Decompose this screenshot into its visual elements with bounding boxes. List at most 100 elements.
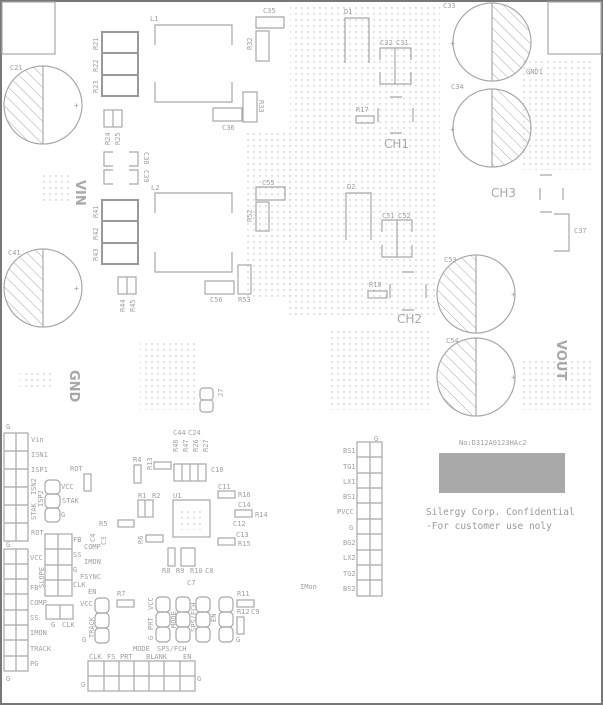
svg-text:R45: R45 <box>129 299 137 312</box>
svg-text:C54: C54 <box>446 337 459 345</box>
svg-text:FB: FB <box>73 536 81 544</box>
svg-text:MODE: MODE <box>170 611 178 628</box>
svg-text:SLOPE: SLOPE <box>38 567 46 588</box>
capacitor-c33: + C33 <box>443 2 532 82</box>
svg-text:C8: C8 <box>205 567 213 575</box>
svg-text:EN: EN <box>183 653 191 661</box>
resistor-array-r41-r43: R41 R42 R43 <box>92 199 139 265</box>
svg-text:R2: R2 <box>152 492 160 500</box>
svg-text:IMON: IMON <box>30 629 47 637</box>
label-block <box>439 453 565 493</box>
svg-text:G: G <box>61 511 65 519</box>
svg-text:G: G <box>147 636 155 640</box>
svg-text:SS: SS <box>30 614 38 622</box>
svg-text:C44: C44 <box>173 429 186 437</box>
corner-cutout <box>1 1 56 55</box>
svg-text:COMP: COMP <box>30 599 47 607</box>
svg-text:ISP2: ISP2 <box>37 490 45 507</box>
svg-text:STAK: STAK <box>30 502 38 520</box>
svg-text:BLANK: BLANK <box>146 653 168 661</box>
svg-text:R23: R23 <box>92 80 100 93</box>
svg-text:FS: FS <box>107 653 115 661</box>
jumper-vcc-stak[interactable]: VCC STAK G <box>44 479 80 523</box>
rot-potentiometer[interactable] <box>83 473 92 492</box>
svg-text:R47: R47 <box>182 439 190 452</box>
svg-text:C34: C34 <box>451 83 464 91</box>
jumper-j7[interactable]: J7 <box>199 387 225 413</box>
svg-text:R44: R44 <box>119 299 127 312</box>
svg-text:L2: L2 <box>151 184 159 192</box>
vout-label: VOUT <box>553 340 568 380</box>
svg-text:TRACK: TRACK <box>30 645 52 653</box>
svg-text:PRT: PRT <box>120 653 133 661</box>
svg-text:VCC: VCC <box>147 597 155 610</box>
svg-text:R5: R5 <box>99 520 107 528</box>
left-header-top[interactable]: G Vin ISN1 ISP1 ISN2 STAK ROT ISP2 <box>3 423 48 542</box>
svg-text:C3: C3 <box>100 537 108 545</box>
svg-text:D1: D1 <box>344 8 352 16</box>
svg-text:R15: R15 <box>238 540 251 548</box>
svg-text:C21: C21 <box>10 64 23 72</box>
left-header-bottom[interactable]: G VCC SLOPE FB COMP SS IMON TRACK PG G <box>3 541 52 683</box>
svg-text:R21: R21 <box>92 37 100 50</box>
svg-text:R24: R24 <box>104 132 112 145</box>
mode-jumpers[interactable]: VCC PRT G MODE SPS/FCH EN G <box>147 596 240 644</box>
svg-text:ISN2: ISN2 <box>30 478 38 495</box>
svg-text:Vin: Vin <box>31 436 44 444</box>
svg-text:R18: R18 <box>369 281 382 289</box>
inductor-l1: L1 <box>150 15 233 103</box>
svg-text:C10: C10 <box>211 466 224 474</box>
svg-text:C7: C7 <box>187 579 195 587</box>
svg-text:R11: R11 <box>237 590 250 598</box>
svg-text:R6: R6 <box>137 536 145 544</box>
svg-text:BG2: BG2 <box>343 539 356 547</box>
svg-text:J7: J7 <box>217 389 225 397</box>
svg-text:C55: C55 <box>262 179 275 187</box>
imon-label: IMon <box>300 583 317 591</box>
svg-text:C9: C9 <box>251 608 259 616</box>
bottom-header[interactable]: MODE SPS/FCH CLK FS PRT BLANK EN G G <box>81 645 201 692</box>
ch1-label: CH1 <box>384 137 409 151</box>
diode-d1: D1 <box>344 8 370 63</box>
svg-text:G: G <box>73 566 77 574</box>
svg-text:ROT: ROT <box>31 529 44 537</box>
svg-text:R25: R25 <box>114 132 122 145</box>
svg-text:C32: C32 <box>380 39 393 47</box>
svg-text:C35: C35 <box>263 7 276 15</box>
svg-text:CLK: CLK <box>89 653 102 661</box>
gnd-label: GND <box>66 370 81 403</box>
right-header[interactable]: G BS1 TG1 LX1 BS1 PVCC G BG2 LX2 TG2 BS2 <box>337 435 383 597</box>
svg-text:C14: C14 <box>238 501 251 509</box>
svg-text:LX2: LX2 <box>343 554 356 562</box>
svg-text:C41: C41 <box>8 249 21 257</box>
capacitor-c34: + C34 <box>450 83 532 168</box>
corner-cutout <box>547 1 602 55</box>
resistors-r44-r45: R44 R45 <box>117 276 137 312</box>
svg-text:G: G <box>82 636 86 644</box>
svg-text:C38: C38 <box>142 152 150 165</box>
jumper-track[interactable]: VCC TRACK G <box>80 597 110 644</box>
ic-u1 <box>172 499 211 538</box>
svg-text:G: G <box>349 524 353 532</box>
svg-text:C4: C4 <box>89 534 97 542</box>
svg-text:+: + <box>450 39 455 48</box>
svg-text:C36: C36 <box>222 124 235 132</box>
svg-text:R8: R8 <box>162 567 170 575</box>
mid-header[interactable]: FB COMP SS IMON G FSYNC CLK EN <box>44 533 101 597</box>
svg-text:R32: R32 <box>246 37 254 50</box>
svg-text:L1: L1 <box>150 15 158 23</box>
svg-text:BS2: BS2 <box>343 585 356 593</box>
svg-text:LX1: LX1 <box>343 478 356 486</box>
diode-d2: D2 <box>345 183 372 240</box>
svg-text:R12: R12 <box>237 608 250 616</box>
svg-text:EN: EN <box>210 614 218 622</box>
svg-text:+: + <box>74 284 79 293</box>
svg-text:STAK: STAK <box>62 497 80 505</box>
svg-text:+: + <box>450 125 455 134</box>
svg-text:R27: R27 <box>202 439 210 452</box>
svg-text:R14: R14 <box>255 511 268 519</box>
svg-text:R33: R33 <box>257 100 265 113</box>
